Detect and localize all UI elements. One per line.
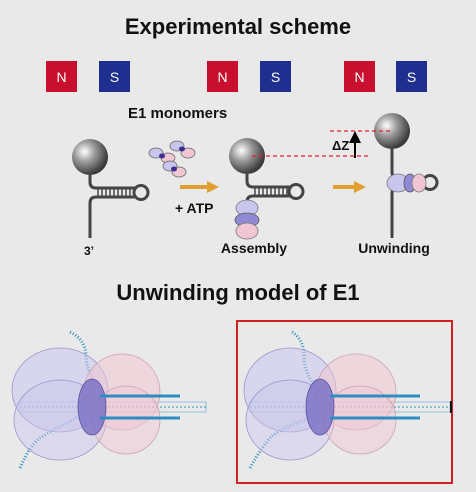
unwinding-label: Unwinding (358, 240, 430, 256)
e1-core (305, 378, 335, 436)
e1-core (77, 378, 107, 436)
magnet-north (46, 61, 77, 92)
three-prime-label: 3’ (84, 244, 94, 258)
magnet-north-label: N (217, 69, 227, 85)
construct-initial: 3’ (72, 139, 150, 258)
magnet-south (99, 61, 130, 92)
hairpin-rungs (254, 187, 288, 196)
title-experimental-scheme: Experimental scheme (125, 14, 351, 39)
monomer (162, 160, 187, 178)
assembly-label: Assembly (221, 240, 287, 256)
magnet-south-label: S (271, 69, 280, 85)
magnet-south-label: S (407, 69, 416, 85)
magnet-south-label: S (110, 69, 119, 85)
magnet-north (207, 61, 238, 92)
hairpin-loop (287, 183, 305, 200)
hairpin-loop (132, 184, 150, 201)
dna-lower-strand (88, 195, 135, 238)
construct-unwinding (374, 113, 439, 238)
monomer (148, 147, 176, 164)
magnet-south (396, 61, 427, 92)
magnet-pair-2: N S (207, 61, 291, 92)
dna-tether (245, 174, 290, 189)
magnetic-bead (72, 139, 108, 175)
unwinding-model-left (11, 330, 207, 469)
magnet-north-label: N (56, 69, 66, 85)
magnetic-bead (374, 113, 410, 149)
magnet-south (260, 61, 291, 92)
delta-z-label: ΔZ (332, 138, 349, 153)
dna-tether (88, 175, 135, 190)
construct-assembly (229, 138, 305, 240)
unwinding-model-right (243, 330, 452, 469)
dna-lower-strand (390, 185, 424, 238)
atp-label: + ATP (175, 200, 214, 216)
e1-monomers (148, 140, 196, 178)
process-arrow (333, 181, 366, 193)
magnet-pair-1: N S (46, 61, 130, 92)
monomer (169, 140, 196, 159)
title-unwinding-model: Unwinding model of E1 (116, 280, 359, 305)
e1-hexamer (386, 173, 427, 193)
process-arrow (180, 181, 219, 193)
e1-monomers-label: E1 monomers (128, 105, 227, 122)
magnet-north-label: N (354, 69, 364, 85)
hairpin-rungs (97, 188, 135, 197)
e1-hexamer (234, 199, 260, 240)
magnetic-bead (229, 138, 265, 174)
ssdna-strand-lower (18, 414, 81, 469)
magnet-north (344, 61, 375, 92)
magnet-pair-3: N S (344, 61, 427, 92)
